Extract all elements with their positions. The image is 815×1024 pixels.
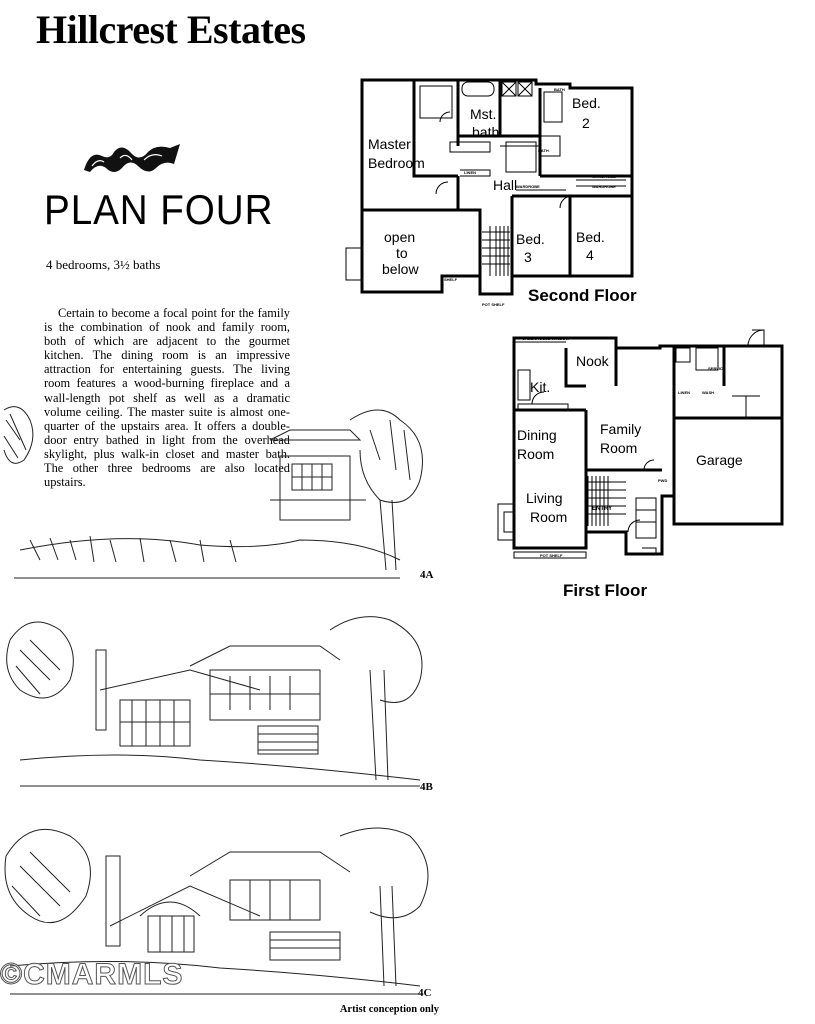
label-pot-shelf: POT SHELF: [540, 553, 563, 558]
room-dining-1: Dining: [517, 427, 557, 443]
plan-summary: 4 bedrooms, 3½ baths: [46, 257, 161, 272]
room-family-2: Room: [600, 440, 637, 456]
label-pwd: PWD: [658, 478, 667, 483]
room-bed2-1: Bed.: [572, 95, 601, 111]
room-bed4-2: 4: [586, 247, 594, 263]
label-wardrobe-a: WARDROBE: [516, 184, 540, 189]
label-wash: WASH: [702, 390, 714, 395]
elevation-sketch-4c: 4C: [4, 827, 432, 999]
elevation-sketch-4b: 4B: [6, 616, 434, 793]
label-wardrobe-b: WARDROBE: [592, 174, 616, 179]
room-garage: Garage: [696, 452, 743, 468]
label-service: SERVICE: [708, 366, 726, 371]
room-bed3-1: Bed.: [516, 231, 545, 247]
room-bed3-2: 3: [524, 249, 532, 265]
elevation-label-4a: 4A: [420, 569, 434, 581]
room-open-2: to: [396, 245, 408, 261]
elevation-label-4c: 4C: [418, 987, 432, 999]
label-bath-a: BATH: [554, 87, 565, 92]
label-pot-shelf: POT SHELF: [482, 302, 505, 307]
room-open-3: below: [382, 261, 419, 277]
room-hall: Hall: [493, 177, 517, 193]
second-floor-plan: Master Bedroom Mst. bath Bed. 2 Hall Bed…: [345, 78, 634, 307]
elevation-sketch-4a: 4A: [3, 406, 434, 581]
room-master-bedroom-2: Bedroom: [368, 155, 425, 171]
second-floor-label: Second Floor: [528, 286, 637, 305]
artist-note: Artist conception only: [339, 1004, 439, 1015]
plan-description: Certain to become a focal point for the …: [44, 306, 290, 490]
room-dining-2: Room: [517, 446, 554, 462]
label-shelf: SHELF: [444, 277, 458, 282]
room-open-1: open: [384, 229, 415, 245]
room-kit: Kit.: [530, 379, 550, 395]
room-nook: Nook: [576, 353, 610, 369]
room-mst-bath-2: bath: [472, 124, 499, 140]
first-floor-label: First Floor: [563, 581, 648, 600]
room-bed2-2: 2: [582, 115, 590, 131]
label-bath-b: BATH: [538, 148, 549, 153]
watermark: ©CMARMLS: [0, 958, 184, 992]
elevation-label-4b: 4B: [420, 781, 434, 793]
room-master-bedroom-1: Master: [368, 136, 411, 152]
label-linen: LINEN: [678, 390, 690, 395]
first-floor-plan: Nook Kit. Dining Room Family Room Living…: [497, 329, 784, 559]
page-title: Hillcrest Estates: [36, 7, 306, 52]
room-living-2: Room: [530, 509, 567, 525]
label-greenhouse: GREENHOUSE WINDOW: [522, 336, 569, 341]
label-linen: LINEN: [464, 170, 476, 175]
plan-name: PLAN FOUR: [44, 186, 274, 233]
room-mst-bath-1: Mst.: [470, 106, 496, 122]
label-entry: ENTRY: [592, 506, 612, 512]
room-living-1: Living: [526, 490, 563, 506]
room-family-1: Family: [600, 421, 641, 437]
plan-logo-swoosh: [84, 144, 180, 172]
room-bed4-1: Bed.: [576, 229, 605, 245]
label-wardrobe-c: WARDROBE: [592, 184, 616, 189]
